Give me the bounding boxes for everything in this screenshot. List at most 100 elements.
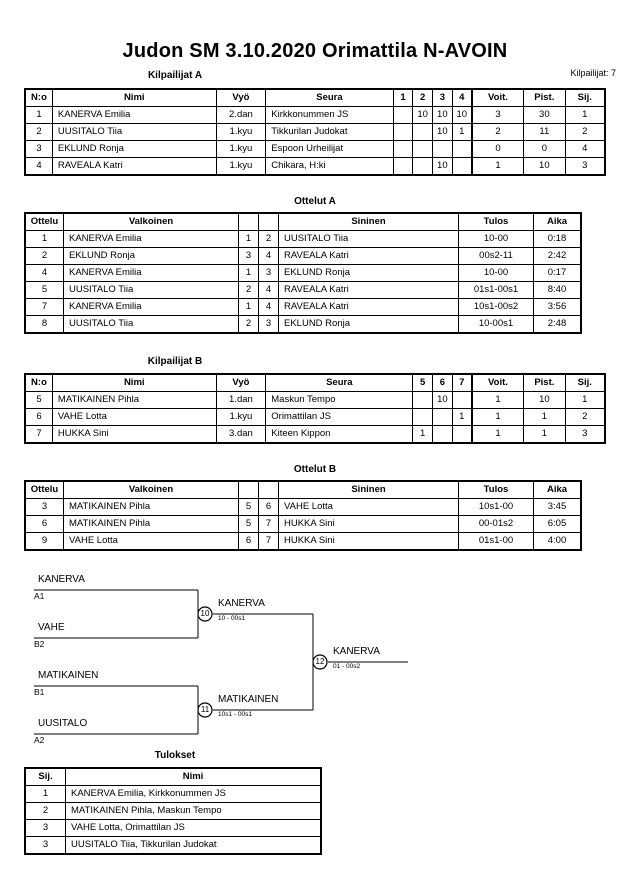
- cell-name: VAHE Lotta, Orimattilan JS: [65, 819, 321, 837]
- col-club: Seura: [265, 374, 414, 392]
- col-blue: Sininen: [278, 481, 459, 499]
- cell-result: 10s1-00: [458, 498, 534, 516]
- cell-white-no: 5: [238, 498, 259, 516]
- col-white-no: [238, 481, 259, 499]
- cell-vs-1: [412, 408, 434, 426]
- matches-b-caption: Ottelut B: [293, 464, 337, 475]
- col-vs-2: 2: [412, 89, 433, 107]
- pool-a-table: N:o Nimi Vyö Seura 1 2 3 4 Voit. Pist. S…: [24, 88, 606, 176]
- cell-wins: 1: [470, 408, 525, 426]
- cell-result: 01s1-00s1: [458, 281, 534, 299]
- cell-match-no: 1: [25, 230, 64, 248]
- cell-vs-1: 1: [412, 425, 434, 443]
- bracket-entry-name: VAHE: [38, 622, 65, 633]
- table-header-row: Sij. Nimi: [25, 768, 321, 786]
- cell-vs-3: 10: [432, 106, 453, 124]
- cell-vs-4: [451, 140, 473, 158]
- cell-vs-4: 10: [451, 106, 473, 124]
- col-blue-no: [258, 213, 279, 231]
- cell-white-no: 3: [238, 247, 259, 265]
- cell-rank: 3: [25, 836, 66, 854]
- cell-no: 1: [25, 106, 53, 124]
- cell-result: 10s1-00s2: [458, 298, 534, 316]
- cell-vs-2: 10: [412, 106, 433, 124]
- cell-white-no: 1: [238, 230, 259, 248]
- cell-vs-1: [392, 106, 414, 124]
- bracket-entry-seed: A2: [34, 735, 45, 745]
- cell-white-name: EKLUND Ronja: [63, 247, 239, 265]
- cell-club: Tikkurilan Judokat: [265, 123, 394, 141]
- col-wins: Voit.: [470, 374, 525, 392]
- cell-time: 3:45: [533, 498, 581, 516]
- cell-name: VAHE Lotta: [51, 408, 217, 426]
- cell-wins: 1: [470, 425, 525, 443]
- bracket-entry-name: KANERVA: [38, 574, 85, 585]
- bracket-score: 10s1 - 00s1: [218, 711, 252, 718]
- cell-rank: 1: [564, 391, 606, 409]
- cell-vs-3: 10: [432, 123, 453, 141]
- col-belt: Vyö: [215, 374, 267, 392]
- col-vs-7: 7: [451, 374, 473, 392]
- cell-vs-2: [432, 425, 453, 443]
- cell-vs-3: [432, 140, 453, 158]
- cell-match-no: 9: [25, 532, 64, 550]
- cell-wins: 3: [470, 106, 525, 124]
- cell-points: 10: [523, 157, 566, 175]
- bracket-entry-seed: B1: [34, 687, 45, 697]
- cell-time: 2:42: [533, 247, 581, 265]
- cell-vs-3: [451, 425, 473, 443]
- cell-result: 00s2-11: [458, 247, 534, 265]
- cell-rank: 3: [564, 425, 606, 443]
- cell-points: 1: [523, 408, 566, 426]
- cell-rank: 3: [564, 157, 606, 175]
- cell-vs-2: [412, 157, 433, 175]
- cell-blue-no: 7: [258, 515, 279, 533]
- col-match: Ottelu: [25, 481, 64, 499]
- cell-name: MATIKAINEN Pihla, Maskun Tempo: [65, 802, 321, 820]
- cell-blue-no: 4: [258, 298, 279, 316]
- cell-time: 6:05: [533, 515, 581, 533]
- cell-vs-3: [451, 391, 473, 409]
- cell-name: HUKKA Sini: [51, 425, 217, 443]
- bracket-entry-name: UUSITALO: [38, 718, 88, 729]
- cell-blue-name: RAVEALA Katri: [278, 247, 459, 265]
- col-result: Tulos: [458, 213, 534, 231]
- cell-time: 4:00: [533, 532, 581, 550]
- cell-belt: 3.dan: [215, 425, 267, 443]
- cell-result: 10-00: [458, 264, 534, 282]
- cell-white-name: MATIKAINEN Pihla: [63, 498, 239, 516]
- cell-no: 7: [25, 425, 53, 443]
- cell-white-no: 2: [238, 315, 259, 333]
- cell-rank: 4: [564, 140, 606, 158]
- cell-blue-no: 4: [258, 281, 279, 299]
- cell-blue-name: RAVEALA Katri: [278, 281, 459, 299]
- cell-belt: 1.dan: [215, 391, 267, 409]
- col-no: N:o: [25, 374, 53, 392]
- cell-vs-1: [412, 391, 434, 409]
- cell-blue-no: 3: [258, 264, 279, 282]
- cell-blue-no: 6: [258, 498, 279, 516]
- cell-vs-2: [412, 123, 433, 141]
- cell-belt: 1.kyu: [215, 408, 267, 426]
- cell-no: 2: [25, 123, 53, 141]
- col-vs-1: 1: [392, 89, 414, 107]
- cell-blue-name: VAHE Lotta: [278, 498, 459, 516]
- cell-blue-no: 4: [258, 247, 279, 265]
- col-time: Aika: [533, 213, 581, 231]
- cell-vs-1: [392, 123, 414, 141]
- cell-wins: 1: [470, 391, 525, 409]
- cell-match-no: 7: [25, 298, 64, 316]
- col-name: Nimi: [51, 374, 217, 392]
- col-vs-4: 4: [451, 89, 473, 107]
